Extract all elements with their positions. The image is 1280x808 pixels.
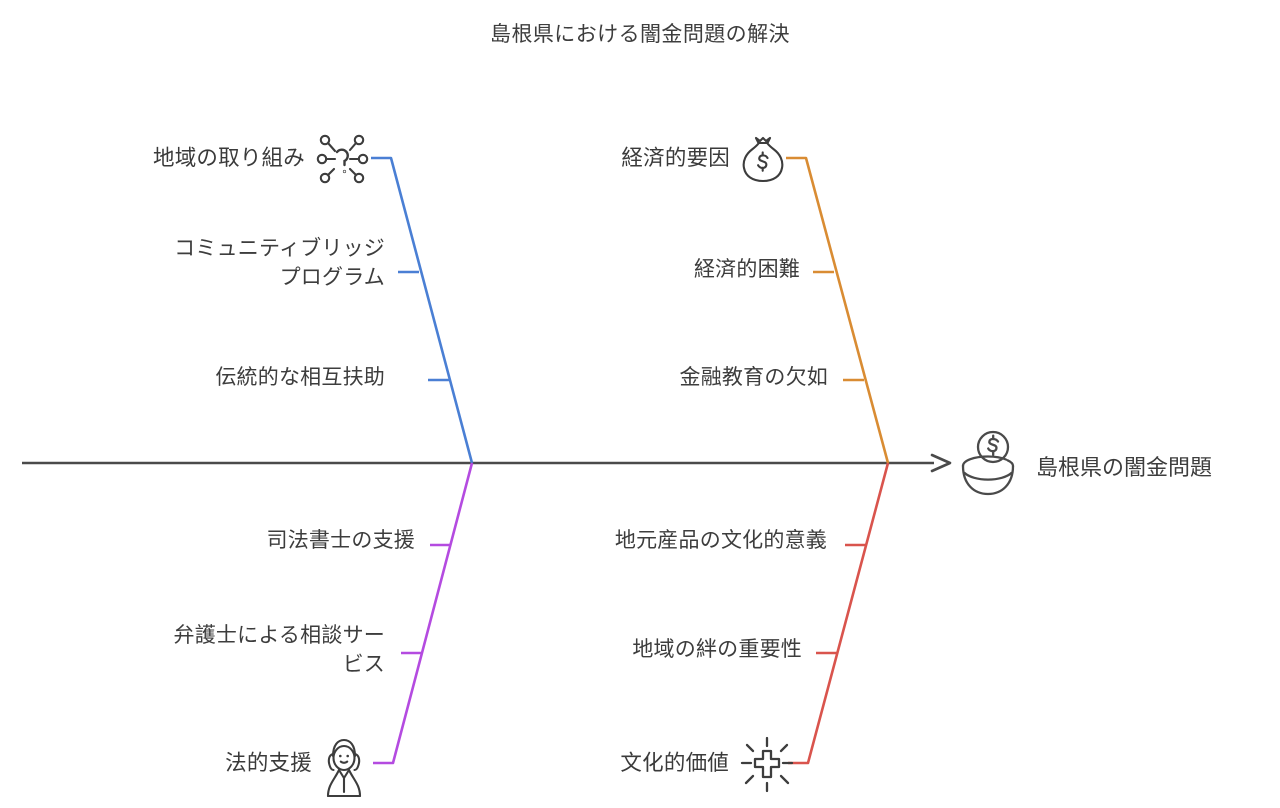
cause-label-economic-2: 金融教育の欠如 [679,366,828,389]
lawyer-person-icon [320,736,368,802]
branch-line-legal-support [373,462,474,765]
money-bag-icon [740,134,786,186]
coin-bowl-icon [955,428,1025,498]
branch-line-cultural-values [788,462,890,765]
cause-label-legal-2: 弁護士による相談サー ビス [173,624,385,676]
network-question-icon [313,131,373,187]
category-label-cultural-values: 文化的価値 [620,751,729,775]
cause-label-economic-1: 経済的困難 [693,258,800,281]
branch-legal-support [373,462,474,765]
category-label-legal-support: 法的支援 [225,751,312,775]
spine-arrow-head [930,453,952,473]
branch-community-efforts [371,156,474,464]
branch-cultural-values [788,462,890,765]
diagram-title: 島根県における闇金問題の解決 [490,23,790,46]
cause-label-cultural-2: 地域の絆の重要性 [632,638,802,661]
branch-line-economic-factors [786,156,890,464]
branch-economic-factors [786,156,890,464]
cause-label-cultural-1: 地元産品の文化的意義 [614,529,827,552]
category-label-community-efforts: 地域の取り組み [152,146,305,170]
head-label: 島根県の闇金問題 [1036,455,1213,480]
cause-label-community-1: コミュニティブリッジ プログラム [174,237,385,289]
cause-label-legal-1: 司法書士の支援 [266,529,415,552]
shine-cross-icon [737,735,797,795]
spine-group [22,453,952,473]
cause-label-community-2: 伝統的な相互扶助 [215,366,385,389]
category-label-economic-factors: 経済的要因 [621,146,730,170]
branch-line-community-efforts [371,156,474,464]
